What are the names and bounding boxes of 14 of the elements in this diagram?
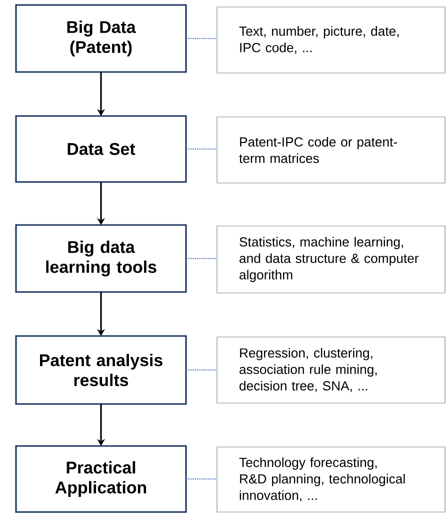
- description-box: Statistics, machine learning, and data structure & computer algorithm: [216, 226, 446, 294]
- process-box: Patent analysis results: [15, 335, 187, 405]
- connector-line: [186, 38, 218, 39]
- connector-line: [186, 478, 218, 480]
- process-box: Big data learning tools: [15, 224, 187, 293]
- description-box: Patent-IPC code or patent-term matrices: [216, 116, 446, 184]
- process-box: Data Set: [15, 115, 187, 183]
- description-box: Text, number, picture, date, IPC code, ...: [216, 6, 446, 74]
- process-box: Big Data (Patent): [15, 4, 187, 73]
- connector-line: [186, 258, 218, 259]
- connector-line: [186, 148, 218, 150]
- process-box: Practical Application: [15, 445, 187, 513]
- description-box: Technology forecasting, R&D planning, technological innovation, ...: [216, 446, 446, 512]
- description-box: Regression, clustering, association rule mining, decision tree, SNA, ...: [216, 336, 446, 404]
